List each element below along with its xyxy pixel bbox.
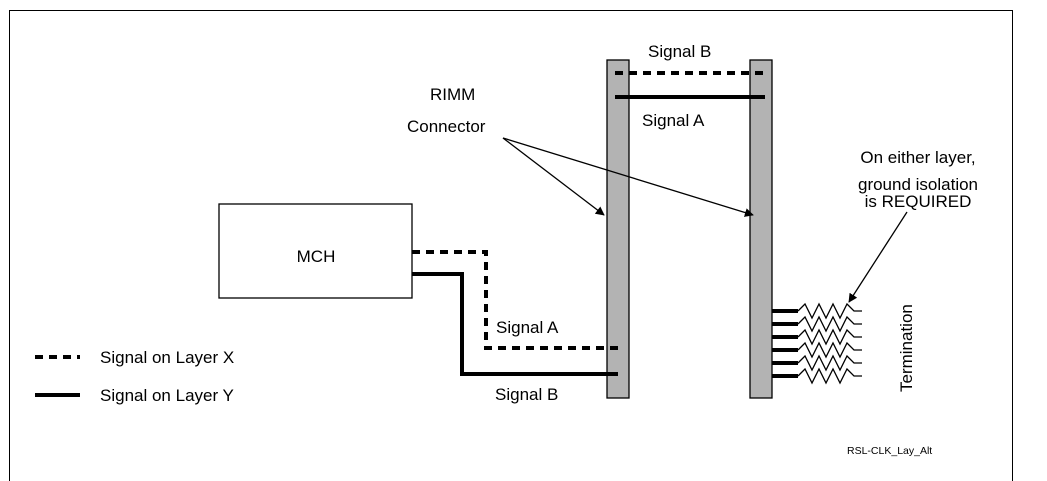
legend-layer-y-label: Signal on Layer Y <box>100 386 234 405</box>
rimm-arrow-left <box>502 137 605 216</box>
signal-b-bottom-label: Signal B <box>495 385 558 404</box>
rimm-connector-left <box>606 59 630 399</box>
signal-a-bottom-label: Signal A <box>496 318 559 337</box>
signal-b-bottom-trace <box>412 272 618 376</box>
termination-label: Termination <box>897 304 916 392</box>
rimm-connector-label-line1: RIMM <box>430 85 475 104</box>
termination-resistors <box>772 302 862 385</box>
mch-label: MCH <box>297 247 336 266</box>
note-label-line3: is REQUIRED <box>865 192 972 211</box>
note-arrow <box>848 211 908 303</box>
note-label-line2: ground isolation <box>858 175 978 194</box>
figure-id: RSL-CLK_Lay_Alt <box>847 445 932 457</box>
mch-box <box>218 203 413 299</box>
figure-frame <box>9 10 1013 481</box>
rimm-connector-right <box>749 59 773 399</box>
rimm-arrow-right <box>502 137 754 217</box>
note-label-line1: On either layer, <box>860 148 975 167</box>
legend: Signal on Layer X Signal on Layer Y <box>35 348 234 405</box>
legend-layer-x-label: Signal on Layer X <box>100 348 234 367</box>
signal-a-top-label: Signal A <box>642 111 705 130</box>
rimm-connector-label-line2: Connector <box>407 117 486 136</box>
signal-b-top-label: Signal B <box>648 42 711 61</box>
